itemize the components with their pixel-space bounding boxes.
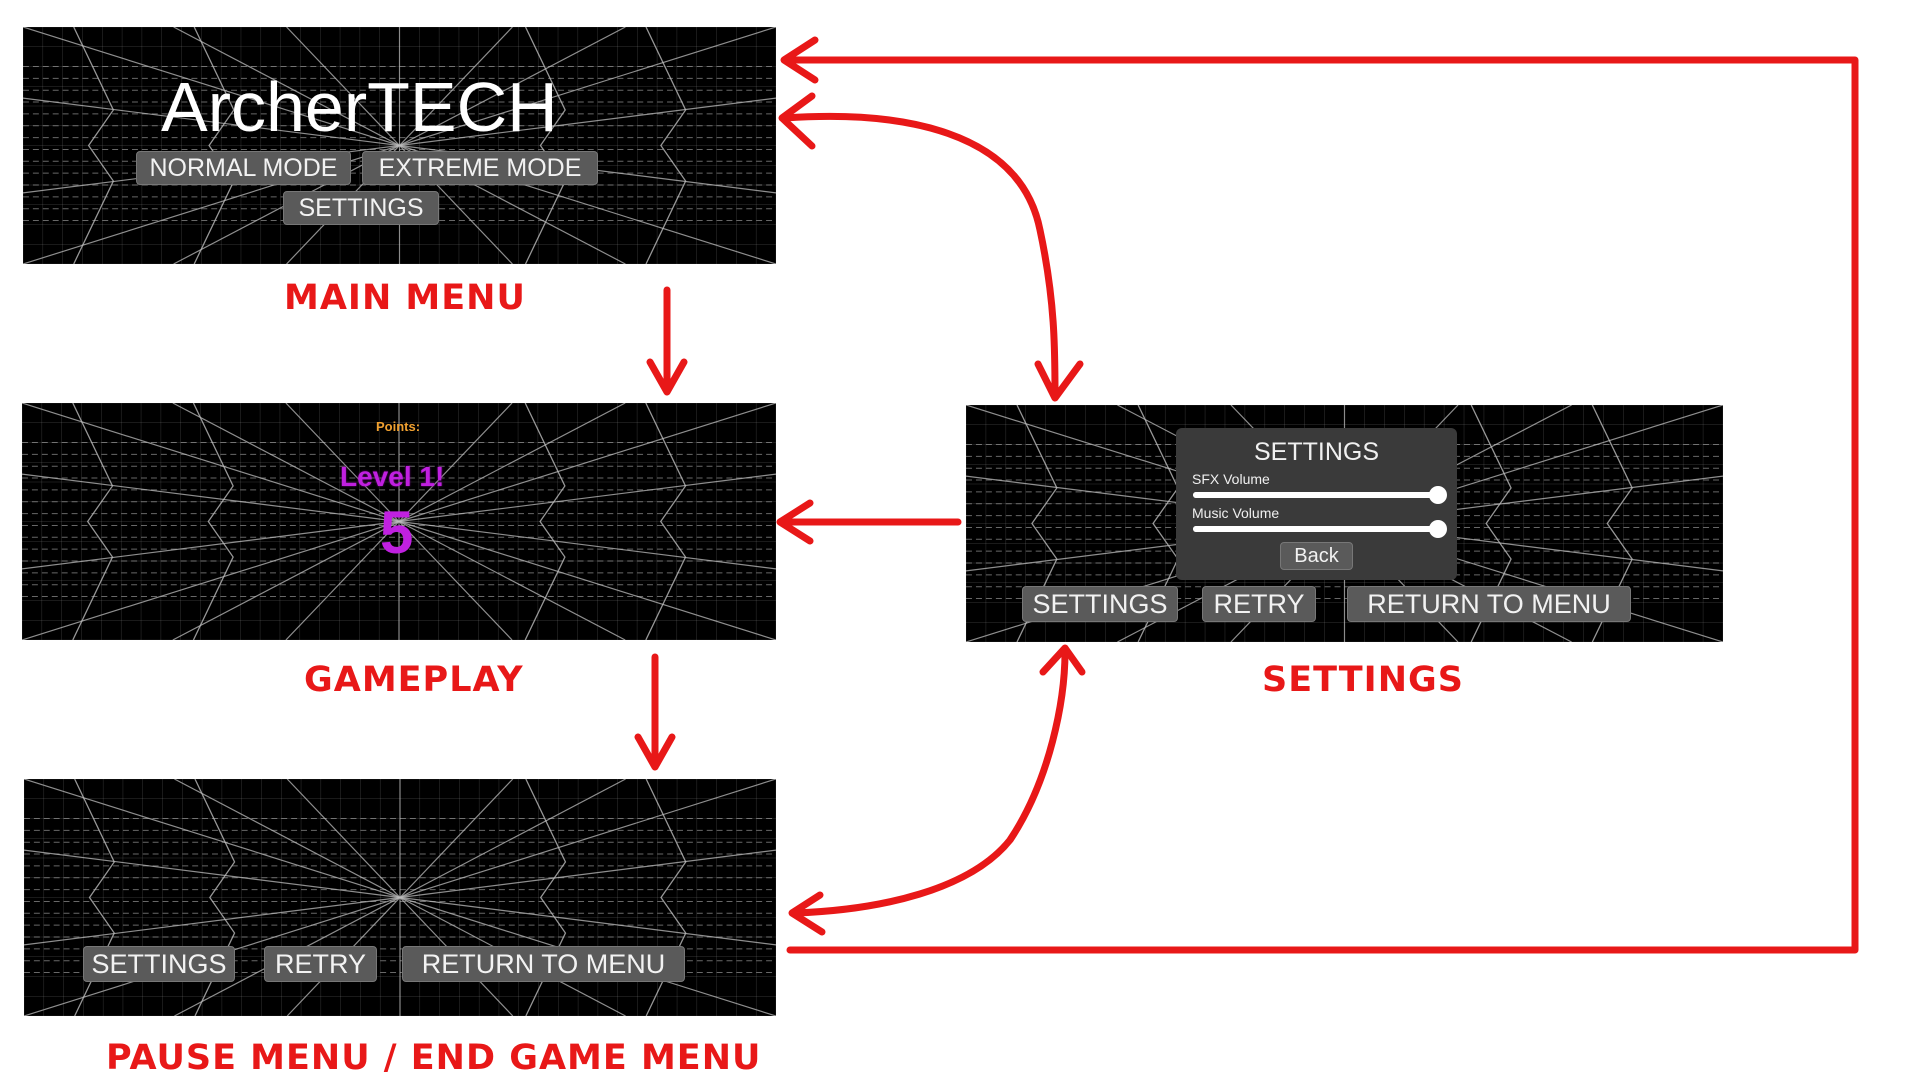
music-volume-fill [1193,526,1438,532]
return-to-menu-button[interactable]: RETURN TO MENU [1347,586,1631,622]
settings-button[interactable]: SETTINGS [283,191,439,225]
pause-menu-caption: PAUSE MENU / END GAME MENU [106,1038,762,1078]
arrow-main-settings-bidirectional [778,92,1084,402]
retry-button[interactable]: RETRY [1202,586,1316,622]
wireframe-background [23,27,776,264]
gameplay-screenshot: Points: Level 1! 5 [22,403,776,640]
arrow-gameplay-to-pause [634,653,676,771]
back-button[interactable]: Back [1280,542,1353,570]
pause-menu-screenshot: SETTINGS RETRY RETURN TO MENU [24,779,776,1016]
settings-button[interactable]: SETTINGS [83,946,235,982]
settings-caption: SETTINGS [1262,660,1464,700]
sfx-volume-label: SFX Volume [1192,471,1270,487]
music-volume-handle[interactable] [1429,520,1447,538]
sfx-volume-handle[interactable] [1429,486,1447,504]
arrow-pause-settings-bidirectional [788,644,1086,936]
main-menu-caption: MAIN MENU [284,278,526,318]
points-label: Points: [376,419,421,434]
level-text: Level 1! [340,461,445,492]
sfx-volume-slider[interactable] [1193,486,1447,504]
settings-button[interactable]: SETTINGS [1022,586,1178,622]
settings-panel: SETTINGS SFX Volume Music Volume Back [1176,428,1457,580]
wireframe-background [22,403,776,640]
return-to-menu-button[interactable]: RETURN TO MENU [402,946,685,982]
gameplay-caption: GAMEPLAY [304,660,524,700]
music-volume-label: Music Volume [1192,505,1280,521]
arrow-main-to-gameplay [646,286,688,396]
countdown-number: 5 [380,499,414,566]
arrow-settings-to-gameplay [776,499,962,545]
settings-panel-title: SETTINGS [1253,438,1379,466]
game-title: ArcherTECH [161,68,558,146]
music-volume-slider[interactable] [1193,520,1447,538]
settings-screenshot: SETTINGS SFX Volume Music Volume Back SE… [966,405,1723,642]
retry-button[interactable]: RETRY [264,946,377,982]
main-menu-screenshot: ArcherTECH NORMAL MODE EXTREME MODE SETT… [23,27,776,264]
normal-mode-button[interactable]: NORMAL MODE [136,151,351,185]
sfx-volume-fill [1193,492,1438,498]
extreme-mode-button[interactable]: EXTREME MODE [362,151,598,185]
